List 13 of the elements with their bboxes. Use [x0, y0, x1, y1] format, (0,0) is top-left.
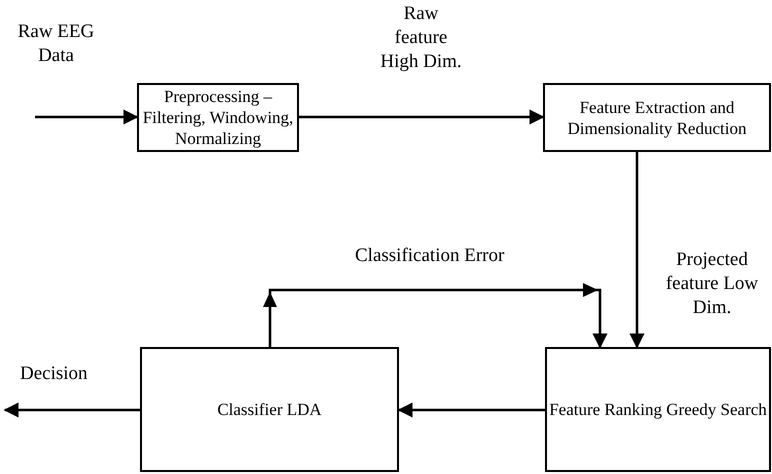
process-box: [543, 83, 771, 152]
arrow: [35, 110, 138, 124]
arrow: [630, 152, 644, 348]
process-box: [140, 347, 399, 472]
box-label: Classifier LDA: [217, 399, 322, 420]
process-box: [545, 347, 771, 472]
box-label: Feature Ranking Greedy Search: [549, 399, 767, 420]
box-label: Feature Extraction and Dimensionality Reduction: [566, 96, 748, 138]
arrow: [263, 283, 608, 348]
arrow: [299, 110, 544, 124]
box-label: Preprocessing – Filtering, Windowing, Normalizing: [142, 86, 294, 149]
arrow: [4, 402, 140, 418]
arrow: [398, 402, 545, 418]
